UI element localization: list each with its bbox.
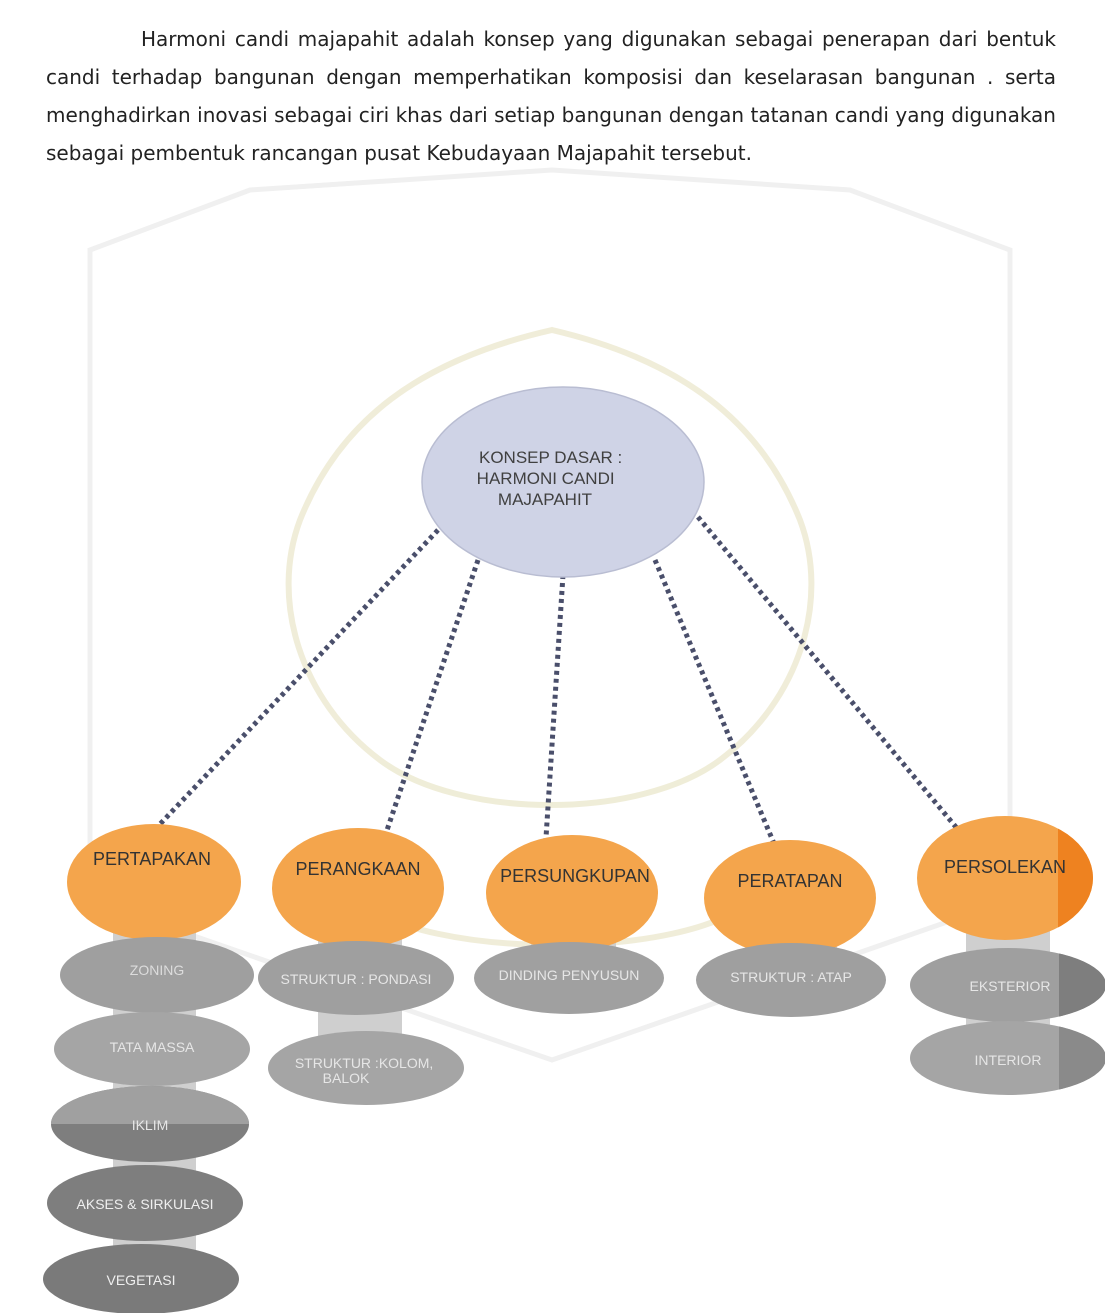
branch-peratapan-label: PERATAPAN (737, 871, 842, 891)
branch-peratapan-ellipse (704, 840, 876, 956)
item-eksterior-label: EKSTERIOR (970, 978, 1051, 994)
connector-persungkupan (542, 574, 566, 854)
branch-pertapakan: PERTAPAKAN (67, 824, 241, 940)
svg-text:STRUKTUR :KOLOM, BALOK: STRUKTUR :KOLOM, BALOK (295, 1055, 437, 1086)
item-dinding-penyusun-label: DINDING PENYUSUN (499, 967, 640, 983)
branch-persungkupan-label: PERSUNGKUPAN (500, 866, 650, 886)
item-struktur-kolom-label: STRUKTUR :KOLOM, (295, 1055, 433, 1071)
branch-perangkaan: PERANGKAAN (272, 828, 444, 948)
branch-persungkupan-ellipse (486, 835, 658, 951)
branch-persolekan-edge (1058, 816, 1093, 940)
branch-persolekan: PERSOLEKAN (917, 816, 1093, 940)
item-dinding-penyusun: DINDING PENYUSUN (474, 942, 664, 1014)
item-eksterior: EKSTERIOR (910, 948, 1105, 1022)
svg-text:KONSEP DASAR : HARMONI C: KONSEP DASAR : HARMONI CANDI MAJAPAHIT (477, 448, 627, 509)
intro-paragraph: Harmoni candi majapahit adalah konsep ya… (46, 20, 1056, 172)
connector-pertapakan (143, 528, 440, 842)
item-iklim-label: IKLIM (132, 1117, 169, 1133)
item-akses-sirkulasi: AKSES & SIRKULASI (47, 1165, 243, 1241)
branch-perangkaan-ellipse (272, 828, 444, 948)
item-struktur-kolom-balok: STRUKTUR :KOLOM, BALOK (268, 1031, 464, 1105)
branch-persungkupan: PERSUNGKUPAN (486, 835, 658, 951)
item-interior: INTERIOR (910, 1021, 1105, 1095)
item-zoning: ZONING (60, 937, 254, 1013)
item-struktur-pondasi-label: STRUKTUR : PONDASI (281, 971, 432, 987)
item-iklim: IKLIM (51, 1086, 249, 1162)
item-interior-label: INTERIOR (975, 1052, 1042, 1068)
connector-peratapan (652, 559, 781, 854)
root-label-line2: HARMONI CANDI (477, 469, 615, 488)
root-node: KONSEP DASAR : HARMONI CANDI MAJAPAHIT (421, 386, 705, 578)
root-label-line3: MAJAPAHIT (498, 490, 592, 509)
connectors (143, 515, 977, 854)
root-ellipse (421, 386, 705, 578)
branch-persolekan-label: PERSOLEKAN (944, 857, 1066, 877)
branch-pertapakan-label: PERTAPAKAN (93, 849, 211, 869)
branch-perangkaan-label: PERANGKAAN (295, 859, 420, 879)
item-struktur-atap: STRUKTUR : ATAP (696, 943, 886, 1017)
intro-paragraph-text: Harmoni candi majapahit adalah konsep ya… (46, 27, 1056, 165)
item-tata-massa: TATA MASSA (54, 1012, 250, 1086)
root-label-line1: KONSEP DASAR : (479, 448, 622, 467)
item-struktur-atap-label: STRUKTUR : ATAP (730, 969, 852, 985)
item-struktur-balok-label: BALOK (323, 1070, 370, 1086)
connector-perangkaan (379, 559, 481, 846)
connector-persolekan (696, 515, 977, 852)
item-vegetasi-label: VEGETASI (107, 1272, 176, 1288)
item-struktur-pondasi: STRUKTUR : PONDASI (258, 941, 454, 1015)
branch-persolekan-ellipse (917, 816, 1093, 940)
item-akses-sirkulasi-label: AKSES & SIRKULASI (77, 1196, 214, 1212)
item-zoning-label: ZONING (130, 962, 184, 978)
branch-pertapakan-ellipse (67, 824, 241, 940)
item-tata-massa-label: TATA MASSA (110, 1039, 195, 1055)
item-vegetasi: VEGETASI (43, 1244, 239, 1313)
branch-peratapan: PERATAPAN (704, 840, 876, 956)
